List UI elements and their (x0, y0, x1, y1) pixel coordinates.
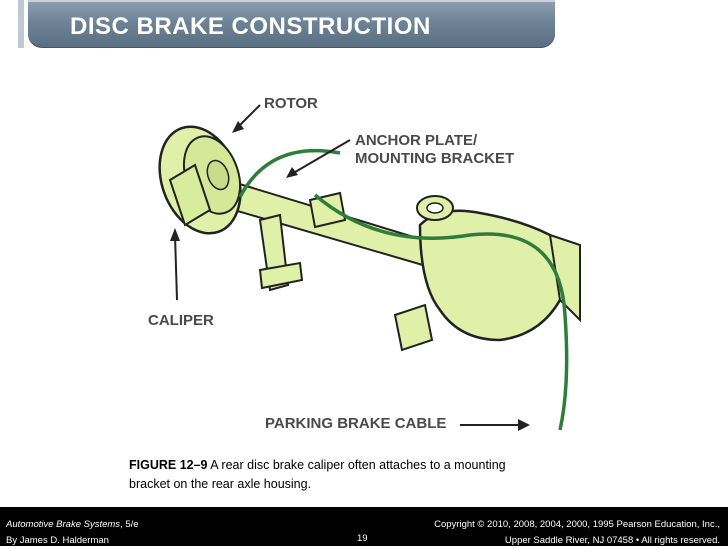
rear-axle-illustration (140, 85, 595, 447)
copyright-line1: Copyright © 2010, 2008, 2004, 2000, 1995… (434, 519, 720, 530)
title-side-strip (18, 0, 24, 48)
title-bar: DISC BRAKE CONSTRUCTION (28, 0, 555, 48)
slide-title: DISC BRAKE CONSTRUCTION (70, 13, 431, 40)
book-edition: , 5/e (120, 519, 139, 530)
label-parking-brake-cable: PARKING BRAKE CABLE (265, 415, 447, 432)
label-anchor-line1: ANCHOR PLATE/ (355, 132, 478, 149)
book-title: Automotive Brake Systems (6, 519, 121, 530)
footer-copyright: Copyright © 2010, 2008, 2004, 2000, 1995… (434, 517, 720, 549)
label-anchor-plate: ANCHOR PLATE/ MOUNTING BRACKET (355, 132, 514, 168)
label-anchor-line2: MOUNTING BRACKET (355, 150, 515, 167)
label-rotor: ROTOR (264, 95, 318, 112)
footer-book-info: Automotive Brake Systems, 5/e By James D… (6, 517, 139, 549)
copyright-line2: Upper Saddle River, NJ 07458 • All right… (504, 535, 720, 546)
page-number: 19 (357, 533, 368, 544)
caption-text-1: A rear disc brake caliper often attaches… (207, 458, 506, 472)
figure-caption: FIGURE 12–9 A rear disc brake caliper of… (129, 456, 589, 494)
figure-number: FIGURE 12–9 (129, 458, 208, 472)
caption-text-2: bracket on the rear axle housing. (129, 477, 312, 491)
footer: Automotive Brake Systems, 5/e By James D… (0, 507, 728, 546)
label-caliper: CALIPER (148, 312, 214, 329)
book-author: By James D. Halderman (6, 535, 109, 546)
